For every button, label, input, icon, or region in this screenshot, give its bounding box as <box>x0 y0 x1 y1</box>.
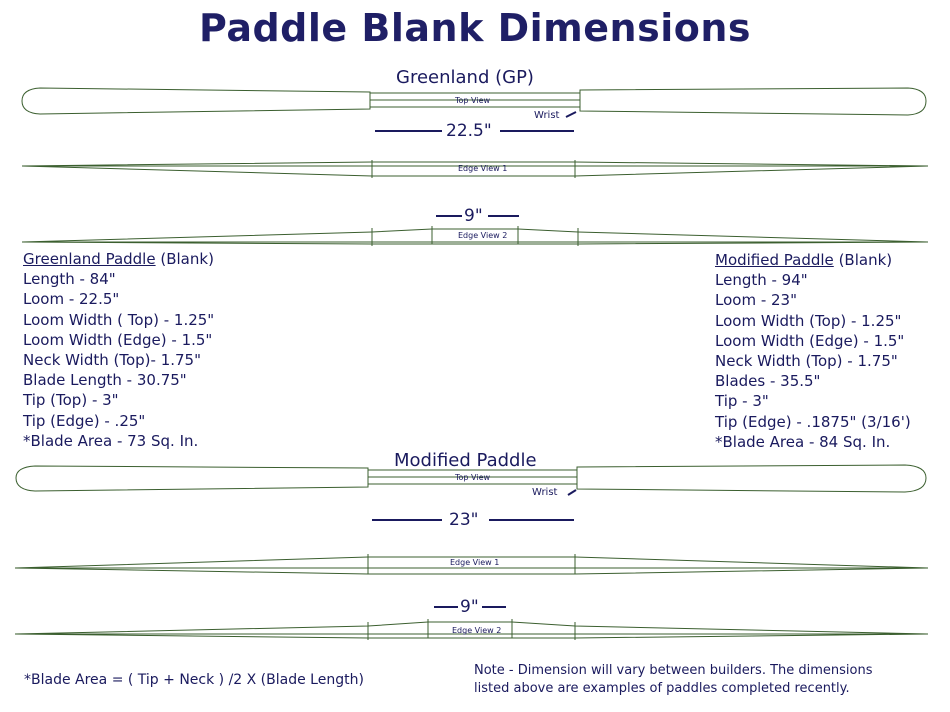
modified-loom-dimension: 23" <box>449 510 479 530</box>
builder-note: Note - Dimension will vary between build… <box>474 662 873 698</box>
spec-line: Loom Width (Edge) - 1.5" <box>715 331 905 350</box>
spec-line: Blade Length - 30.75" <box>23 371 187 390</box>
greenland-neck-dimension: 9" <box>464 206 483 226</box>
spec-line: Loom Width (Edge) - 1.5" <box>23 330 213 349</box>
spec-line: Loom - 23" <box>715 291 797 310</box>
modified-top-view-drawing <box>15 464 927 493</box>
modified-spec-name: Modified Paddle <box>715 251 834 269</box>
greenland-loom-dimension: 22.5" <box>446 121 492 141</box>
modified-neck-dimension: 9" <box>460 597 479 617</box>
note-line-2: listed above are examples of paddles com… <box>474 681 850 696</box>
spec-line: Tip (Top) - 3" <box>23 391 119 410</box>
greenland-edge-view-1-label: Edge View 1 <box>458 164 508 173</box>
modified-top-view-label: Top View <box>455 473 491 482</box>
spec-line: Neck Width (Top)- 1.75" <box>23 351 201 370</box>
greenland-wrist-pointer <box>565 111 577 118</box>
modified-left-blade <box>15 465 369 492</box>
modified-spec-heading: Modified Paddle (Blank) <box>715 250 911 270</box>
greenland-edge-view-2-label: Edge View 2 <box>458 231 508 240</box>
spec-line: Loom Width ( Top) - 1.25" <box>23 310 215 329</box>
modified-edge-view-1-drawing <box>14 554 929 575</box>
spec-line: *Blade Area - 73 Sq. In. <box>23 431 199 450</box>
greenland-top-view-drawing <box>21 87 927 116</box>
note-line-1: Note - Dimension will vary between build… <box>474 663 873 678</box>
modified-wrist-pointer <box>567 489 577 496</box>
greenland-wrist-label: Wrist <box>534 110 560 121</box>
greenland-right-blade <box>579 87 927 116</box>
greenland-top-view-label: Top View <box>455 96 491 105</box>
modified-edge-view-1-label: Edge View 1 <box>450 558 500 567</box>
greenland-edge-view-1-drawing <box>21 160 929 178</box>
greenland-spec-name: Greenland Paddle <box>23 250 156 268</box>
blade-area-formula: *Blade Area = ( Tip + Neck ) /2 X (Blade… <box>24 672 364 688</box>
greenland-left-blade <box>21 87 371 115</box>
spec-line: Tip (Edge) - .1875" (3/16') <box>715 412 911 431</box>
greenland-spec-suffix: (Blank) <box>160 250 214 268</box>
spec-line: Loom - 22.5" <box>23 290 120 309</box>
spec-line: *Blade Area - 84 Sq. In. <box>715 432 891 451</box>
spec-line: Loom Width (Top) - 1.25" <box>715 311 902 330</box>
greenland-spec-list: Greenland Paddle (Blank) Length - 84" Lo… <box>23 249 214 451</box>
modified-edge-view-2-drawing <box>14 619 929 640</box>
greenland-heading: Greenland (GP) <box>396 67 534 88</box>
spec-line: Blades - 35.5" <box>715 372 821 391</box>
spec-line: Length - 84" <box>23 270 116 289</box>
spec-line: Neck Width (Top) - 1.75" <box>715 352 898 371</box>
modified-spec-list: Modified Paddle (Blank) Length - 94" Loo… <box>715 250 911 452</box>
spec-line: Tip (Edge) - .25" <box>23 411 146 430</box>
modified-right-blade <box>576 464 927 493</box>
page-title: Paddle Blank Dimensions <box>199 6 751 50</box>
greenland-edge-view-2-drawing <box>21 226 929 246</box>
modified-wrist-label: Wrist <box>532 487 558 498</box>
modified-edge-view-2-label: Edge View 2 <box>452 626 502 635</box>
modified-spec-suffix: (Blank) <box>838 251 893 269</box>
greenland-spec-heading: Greenland Paddle (Blank) <box>23 249 214 269</box>
modified-heading: Modified Paddle <box>394 450 537 471</box>
spec-line: Length - 94" <box>715 271 808 290</box>
spec-line: Tip - 3" <box>715 392 769 411</box>
